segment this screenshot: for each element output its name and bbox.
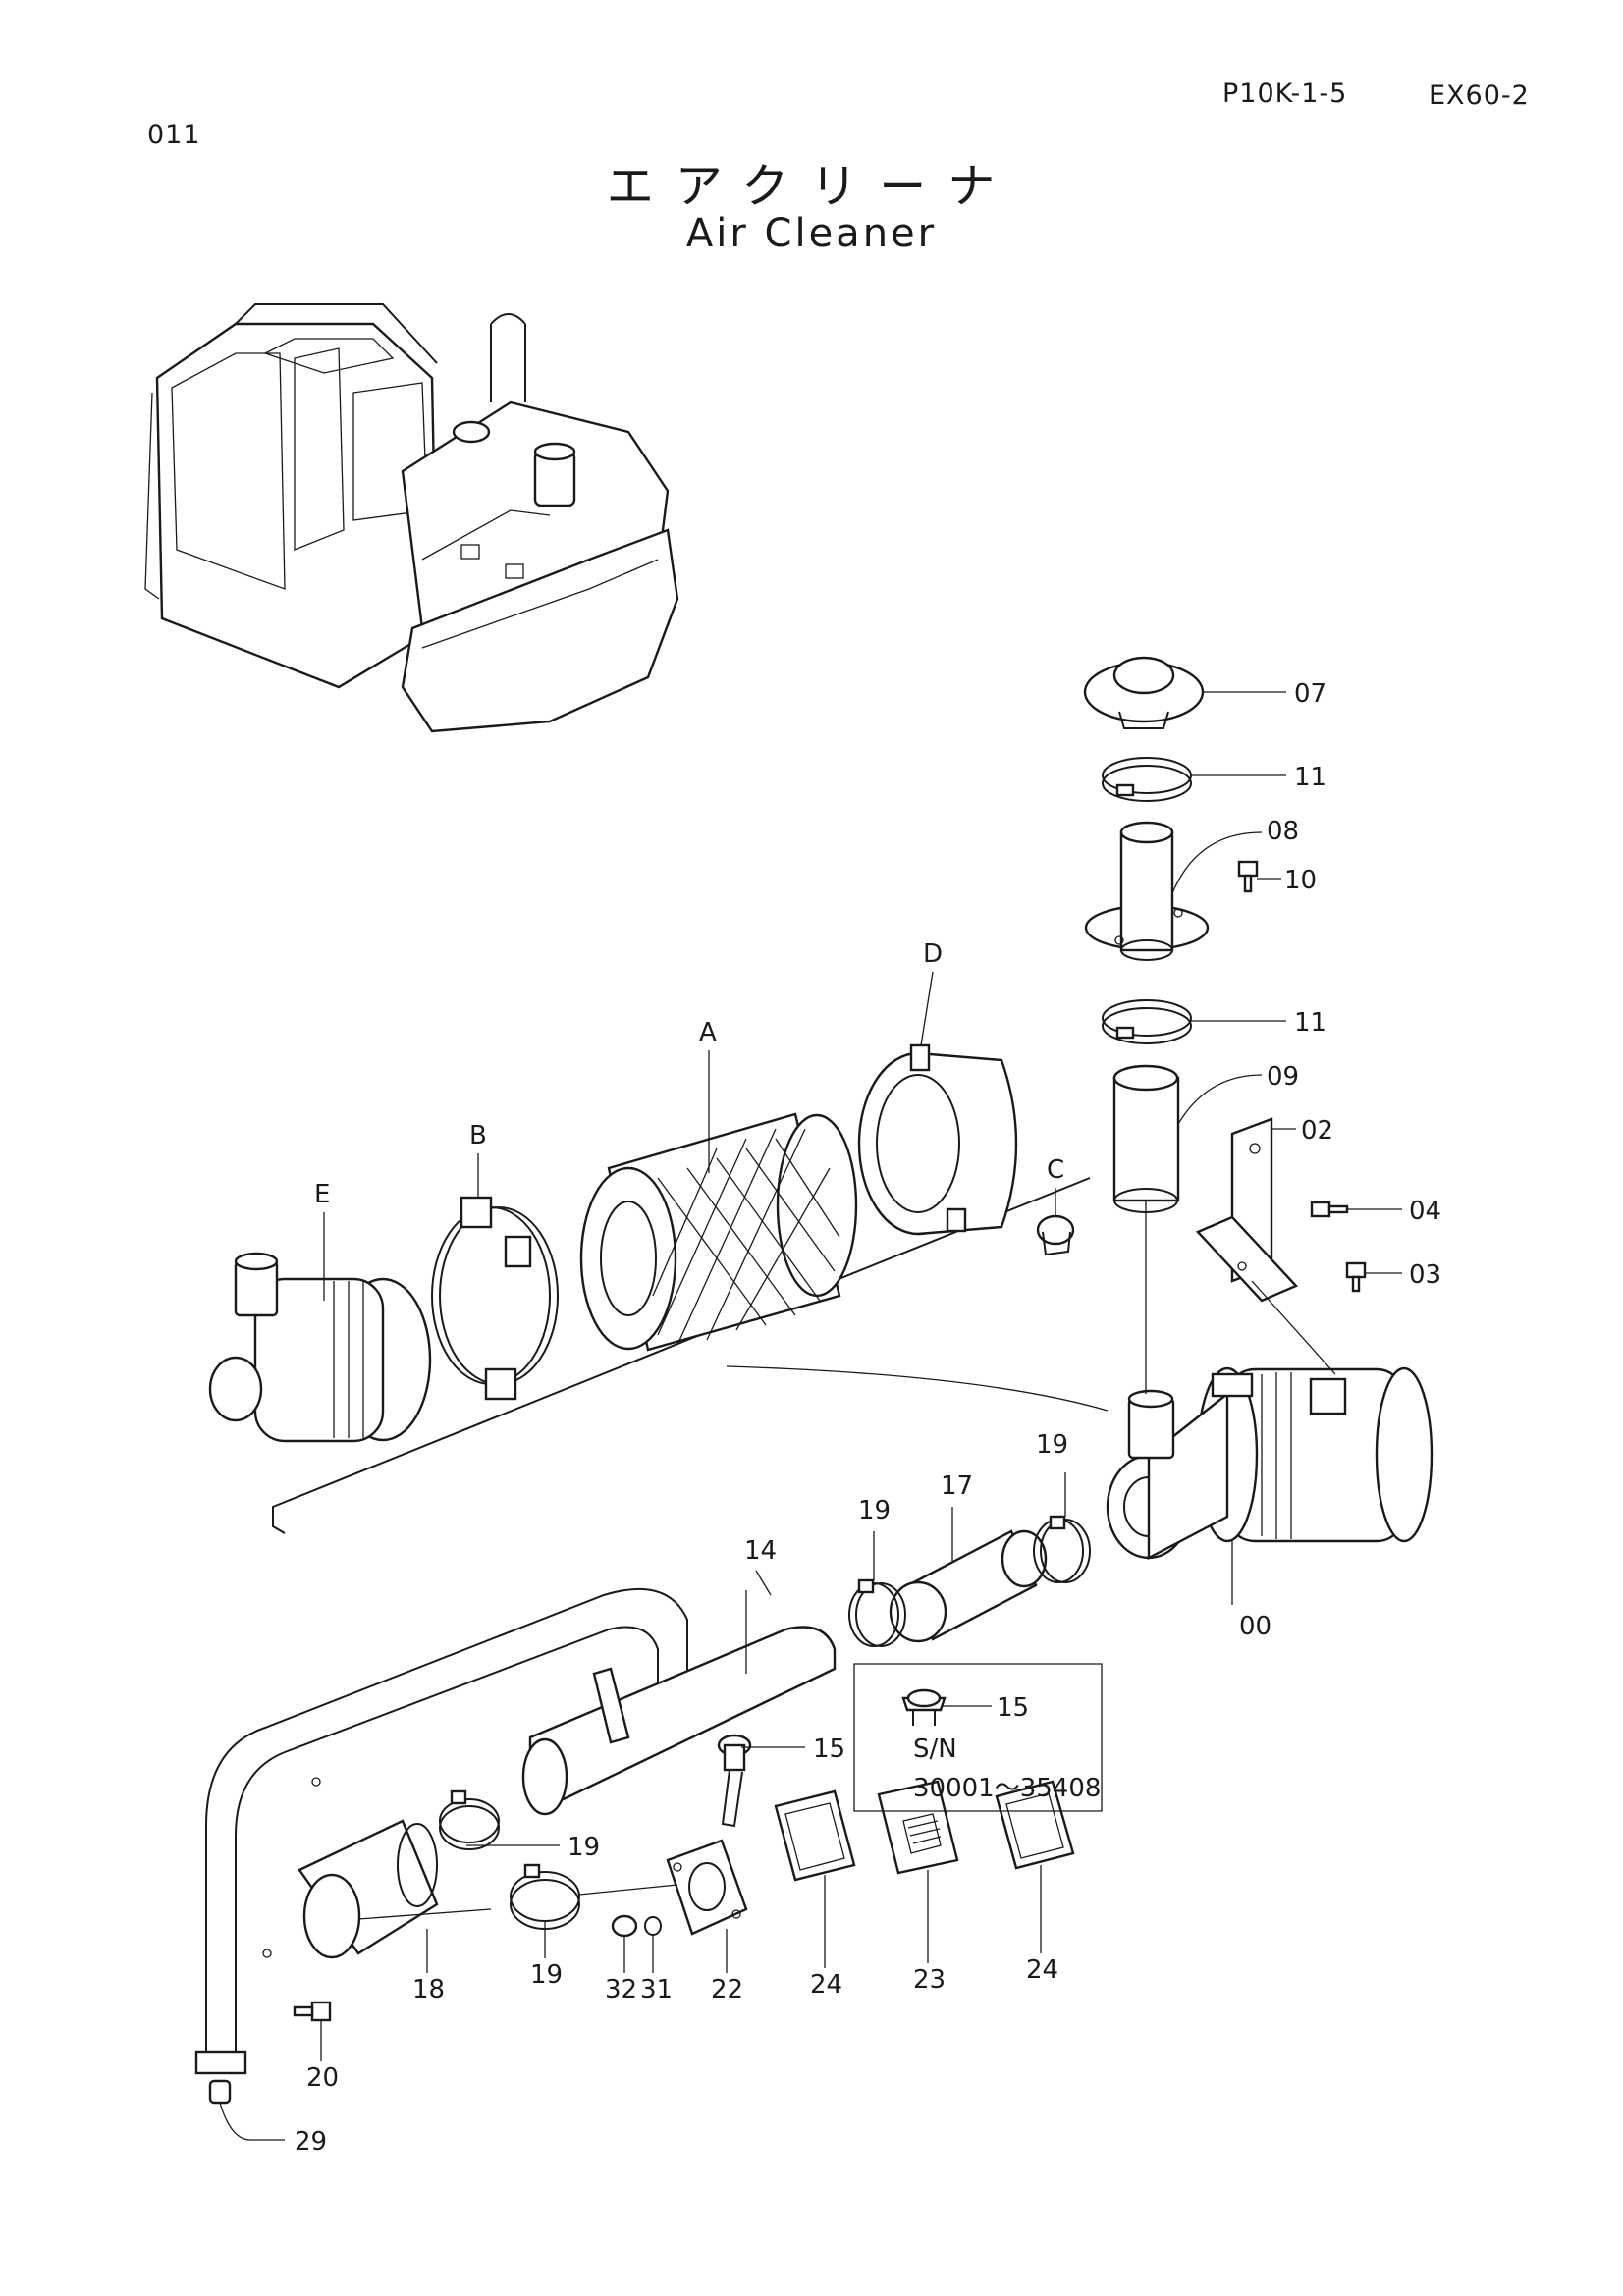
part-B-band [431,1196,559,1401]
part-32-nut [611,1914,638,1938]
callout-08: 08 [1267,817,1299,846]
callout-09: 09 [1267,1062,1299,1092]
part-15-sensor [717,1734,752,1828]
callout-D: D [923,939,943,969]
callout-19-d: 19 [530,1960,563,1990]
part-19-clamp-d [510,1863,580,1930]
callout-24-a: 24 [810,1970,842,2000]
part-18-hose [298,1819,439,1959]
serial-detail-box: S/N 30001～35408 [853,1663,1103,1812]
callout-A: A [699,1018,717,1047]
title-japanese: エアクリーナ [606,159,1017,214]
callout-03: 03 [1409,1260,1441,1290]
part-19-clamp-c [439,1789,500,1850]
part-19-clamp-b [1033,1515,1091,1583]
part-07-rain-cap [1083,656,1205,729]
callout-29: 29 [295,2127,327,2157]
part-A-element [579,1112,858,1352]
callout-04: 04 [1409,1197,1441,1226]
part-19-clamp-a [848,1578,906,1647]
serial-range: 30001～35408 [913,1774,1101,1803]
part-09-hose [1112,1064,1180,1213]
callout-11-upper: 11 [1294,763,1326,792]
leader-lines [219,691,1402,2141]
air-cleaner-assembly [1106,1366,1434,1560]
callout-E: E [314,1180,330,1209]
callout-15-main: 15 [813,1735,845,1764]
callout-31: 31 [640,1975,673,2004]
callout-17: 17 [941,1471,973,1501]
exploded-view-border [272,1177,1109,1534]
callout-24-b: 24 [1026,1955,1058,1985]
callout-11-lower: 11 [1294,1008,1326,1038]
part-24-gasket-b [995,1780,1075,1870]
callout-labels: 07 11 08 10 11 09 02 04 03 00 19 17 19 1… [295,679,1441,2157]
part-C-valve [1036,1214,1075,1256]
callout-19-c: 19 [568,1833,600,1862]
callout-00: 00 [1239,1612,1271,1641]
part-E-body [208,1252,432,1443]
part-04-bolt [1310,1201,1349,1218]
callout-19-b: 19 [1036,1430,1068,1460]
callout-32: 32 [605,1975,637,2004]
callout-07: 07 [1294,679,1326,709]
part-D-cover [857,1043,1018,1236]
part-20-bolt [293,2001,332,2022]
part-17-hose [889,1529,1048,1643]
part-22-flange [666,1839,748,1936]
serial-label: S/N [913,1735,957,1764]
callout-15-detail: 15 [997,1693,1029,1723]
callout-C: C [1047,1155,1064,1185]
callout-23: 23 [913,1965,946,1995]
part-24-gasket-a [774,1789,856,1882]
part-14-intake-pipe [194,1587,837,2075]
model-code: EX60-2 [1429,80,1530,111]
callout-B: B [469,1121,487,1150]
part-03-bolt [1345,1261,1367,1293]
callout-10: 10 [1284,866,1317,895]
callout-19-a: 19 [858,1496,891,1525]
part-31-washer [644,1916,662,1936]
callout-22: 22 [711,1975,743,2004]
page-number: 011 [147,120,201,150]
part-10-bolt [1237,860,1259,893]
part-23-screen [877,1780,959,1875]
part-29-plug [208,2079,232,2105]
part-11-clamp-lower [1102,999,1192,1044]
part-02-bracket [1195,1117,1299,1303]
callout-18: 18 [412,1975,445,2004]
callout-02: 02 [1301,1116,1333,1146]
excavator-overview [144,303,679,733]
callout-14: 14 [744,1536,777,1566]
callout-20: 20 [306,2063,339,2093]
part-11-clamp-upper [1102,757,1192,802]
title-english: Air Cleaner [685,211,938,256]
catalog-code: P10K-1-5 [1222,79,1348,109]
part-08-intake-pipe [1084,821,1210,961]
